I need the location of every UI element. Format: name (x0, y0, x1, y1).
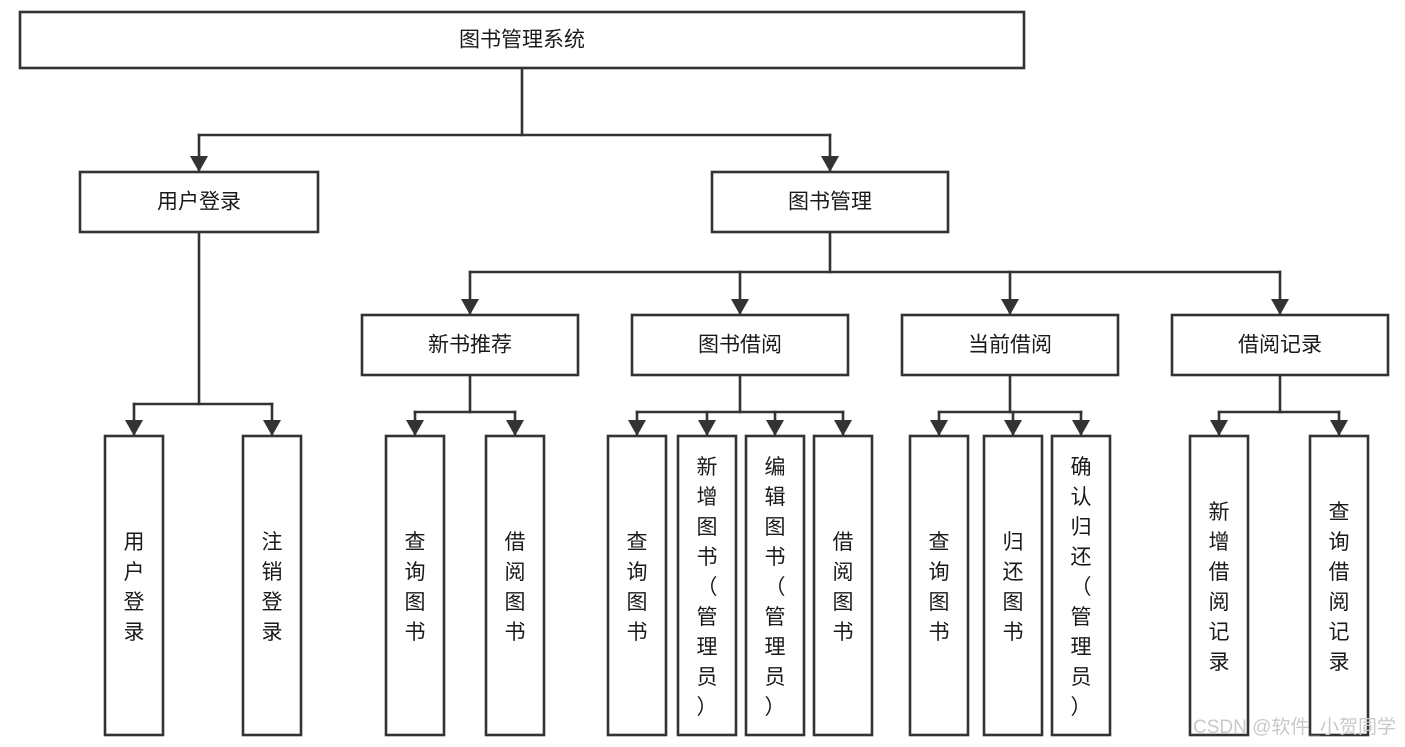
node-book-manage-box[interactable] (710, 170, 950, 234)
node-leaf-query-book-current-label: 查询图书 (929, 531, 950, 644)
node-leaf-confirm-return-label: 确认归还（管理员） (1071, 456, 1092, 719)
node-user-login-box[interactable] (78, 170, 320, 234)
node-root-图书管理系统-label: 图书管理系统 (459, 29, 585, 52)
node-leaf-confirm-return-box[interactable] (1050, 434, 1112, 737)
node-leaf-edit-book[interactable]: 编辑图书（管理员） (744, 434, 806, 737)
node-leaf-confirm-return[interactable]: 确认归还（管理员） (1050, 434, 1112, 737)
node-leaf-borrow-book-rec-label: 借阅图书 (505, 531, 526, 644)
user-login-to-leaves-arrow-1 (263, 420, 281, 436)
current-borrow-to-leaves-arrow-1 (1004, 420, 1022, 436)
node-leaf-return-book-label: 归还图书 (1003, 531, 1024, 644)
bookmanage-to-level3-arrow-0 (461, 299, 479, 315)
node-leaf-user-login-label: 用户登录 (124, 531, 145, 644)
node-new-book-recommend-label: 新书推荐 (428, 334, 512, 357)
node-current-borrow[interactable]: 当前借阅 (900, 313, 1120, 377)
node-leaf-add-book-box[interactable] (676, 434, 738, 737)
bookmanage-to-level3-arrow-3 (1271, 299, 1289, 315)
node-leaf-query-record[interactable]: 查询借阅记录 (1308, 434, 1370, 737)
node-leaf-borrow-book-rec[interactable]: 借阅图书 (484, 434, 546, 737)
node-borrow-record-label: 借阅记录 (1238, 334, 1322, 357)
user-login-to-leaves-arrow-0 (125, 420, 143, 436)
node-leaf-query-book-rec[interactable]: 查询图书 (384, 434, 446, 737)
node-leaf-return-book[interactable]: 归还图书 (982, 434, 1044, 737)
book-borrow-to-leaves-arrow-2 (766, 420, 784, 436)
node-leaf-borrow-book-label: 借阅图书 (833, 531, 854, 644)
node-book-manage-label: 图书管理 (788, 191, 872, 214)
new-book-recommend-to-leaves-arrow-0 (406, 420, 424, 436)
node-leaf-query-book-rec-label: 查询图书 (405, 531, 426, 644)
node-borrow-record-box[interactable] (1170, 313, 1390, 377)
node-leaf-add-record-box[interactable] (1188, 434, 1250, 737)
node-leaf-query-book-borrow-box[interactable] (606, 434, 668, 737)
node-leaf-user-login[interactable]: 用户登录 (103, 434, 165, 737)
node-book-manage[interactable]: 图书管理 (710, 170, 950, 234)
current-borrow-to-leaves-arrow-2 (1072, 420, 1090, 436)
node-leaf-edit-book-box[interactable] (744, 434, 806, 737)
book-borrow-to-leaves-arrow-3 (834, 420, 852, 436)
new-book-recommend-to-leaves-arrow-1 (506, 420, 524, 436)
node-leaf-query-record-box[interactable] (1308, 434, 1370, 737)
node-leaf-query-record-label: 查询借阅记录 (1329, 501, 1350, 674)
node-book-borrow-label: 图书借阅 (698, 334, 782, 357)
node-leaf-add-record[interactable]: 新增借阅记录 (1188, 434, 1250, 737)
node-leaf-add-book[interactable]: 新增图书（管理员） (676, 434, 738, 737)
bookmanage-to-level3-arrow-1 (731, 299, 749, 315)
connectors-layer (125, 66, 1348, 436)
node-leaf-query-book-current[interactable]: 查询图书 (908, 434, 970, 737)
borrow-record-to-leaves-arrow-1 (1330, 420, 1348, 436)
node-leaf-user-login-box[interactable] (103, 434, 165, 737)
node-new-book-recommend-box[interactable] (360, 313, 580, 377)
node-leaf-borrow-book[interactable]: 借阅图书 (812, 434, 874, 737)
node-current-borrow-box[interactable] (900, 313, 1120, 377)
book-borrow-to-leaves-arrow-0 (628, 420, 646, 436)
node-user-login[interactable]: 用户登录 (78, 170, 320, 234)
node-leaf-edit-book-label: 编辑图书（管理员） (765, 456, 786, 719)
node-book-borrow-box[interactable] (630, 313, 850, 377)
node-borrow-record[interactable]: 借阅记录 (1170, 313, 1390, 377)
node-leaf-borrow-book-rec-box[interactable] (484, 434, 546, 737)
borrow-record-to-leaves-arrow-0 (1210, 420, 1228, 436)
node-leaf-query-book-rec-box[interactable] (384, 434, 446, 737)
node-new-book-recommend[interactable]: 新书推荐 (360, 313, 580, 377)
root-to-level2-arrow-0 (190, 156, 208, 172)
node-leaf-query-book-current-box[interactable] (908, 434, 970, 737)
node-leaf-logout-label: 注销登录 (262, 531, 283, 644)
node-current-borrow-label: 当前借阅 (968, 334, 1052, 357)
node-leaf-borrow-book-box[interactable] (812, 434, 874, 737)
node-leaf-return-book-box[interactable] (982, 434, 1044, 737)
book-borrow-to-leaves-arrow-1 (698, 420, 716, 436)
node-book-borrow[interactable]: 图书借阅 (630, 313, 850, 377)
node-root-图书管理系统-box[interactable] (18, 10, 1026, 70)
node-leaf-logout-box[interactable] (241, 434, 303, 737)
node-leaf-add-record-label: 新增借阅记录 (1209, 501, 1230, 674)
node-root-图书管理系统[interactable]: 图书管理系统 (18, 10, 1026, 70)
watermark-layer: CSDN @软件_小贺同学 (1193, 716, 1396, 738)
nodes-layer: 图书管理系统用户登录图书管理新书推荐图书借阅当前借阅借阅记录用户登录注销登录查询… (18, 10, 1390, 737)
current-borrow-to-leaves-arrow-0 (930, 420, 948, 436)
node-leaf-logout[interactable]: 注销登录 (241, 434, 303, 737)
root-to-level2-arrow-1 (821, 156, 839, 172)
node-leaf-add-book-label: 新增图书（管理员） (697, 456, 718, 719)
watermark-label: CSDN @软件_小贺同学 (1193, 716, 1396, 738)
node-leaf-query-book-borrow[interactable]: 查询图书 (606, 434, 668, 737)
node-user-login-label: 用户登录 (157, 191, 241, 214)
node-leaf-query-book-borrow-label: 查询图书 (627, 531, 648, 644)
bookmanage-to-level3-arrow-2 (1001, 299, 1019, 315)
